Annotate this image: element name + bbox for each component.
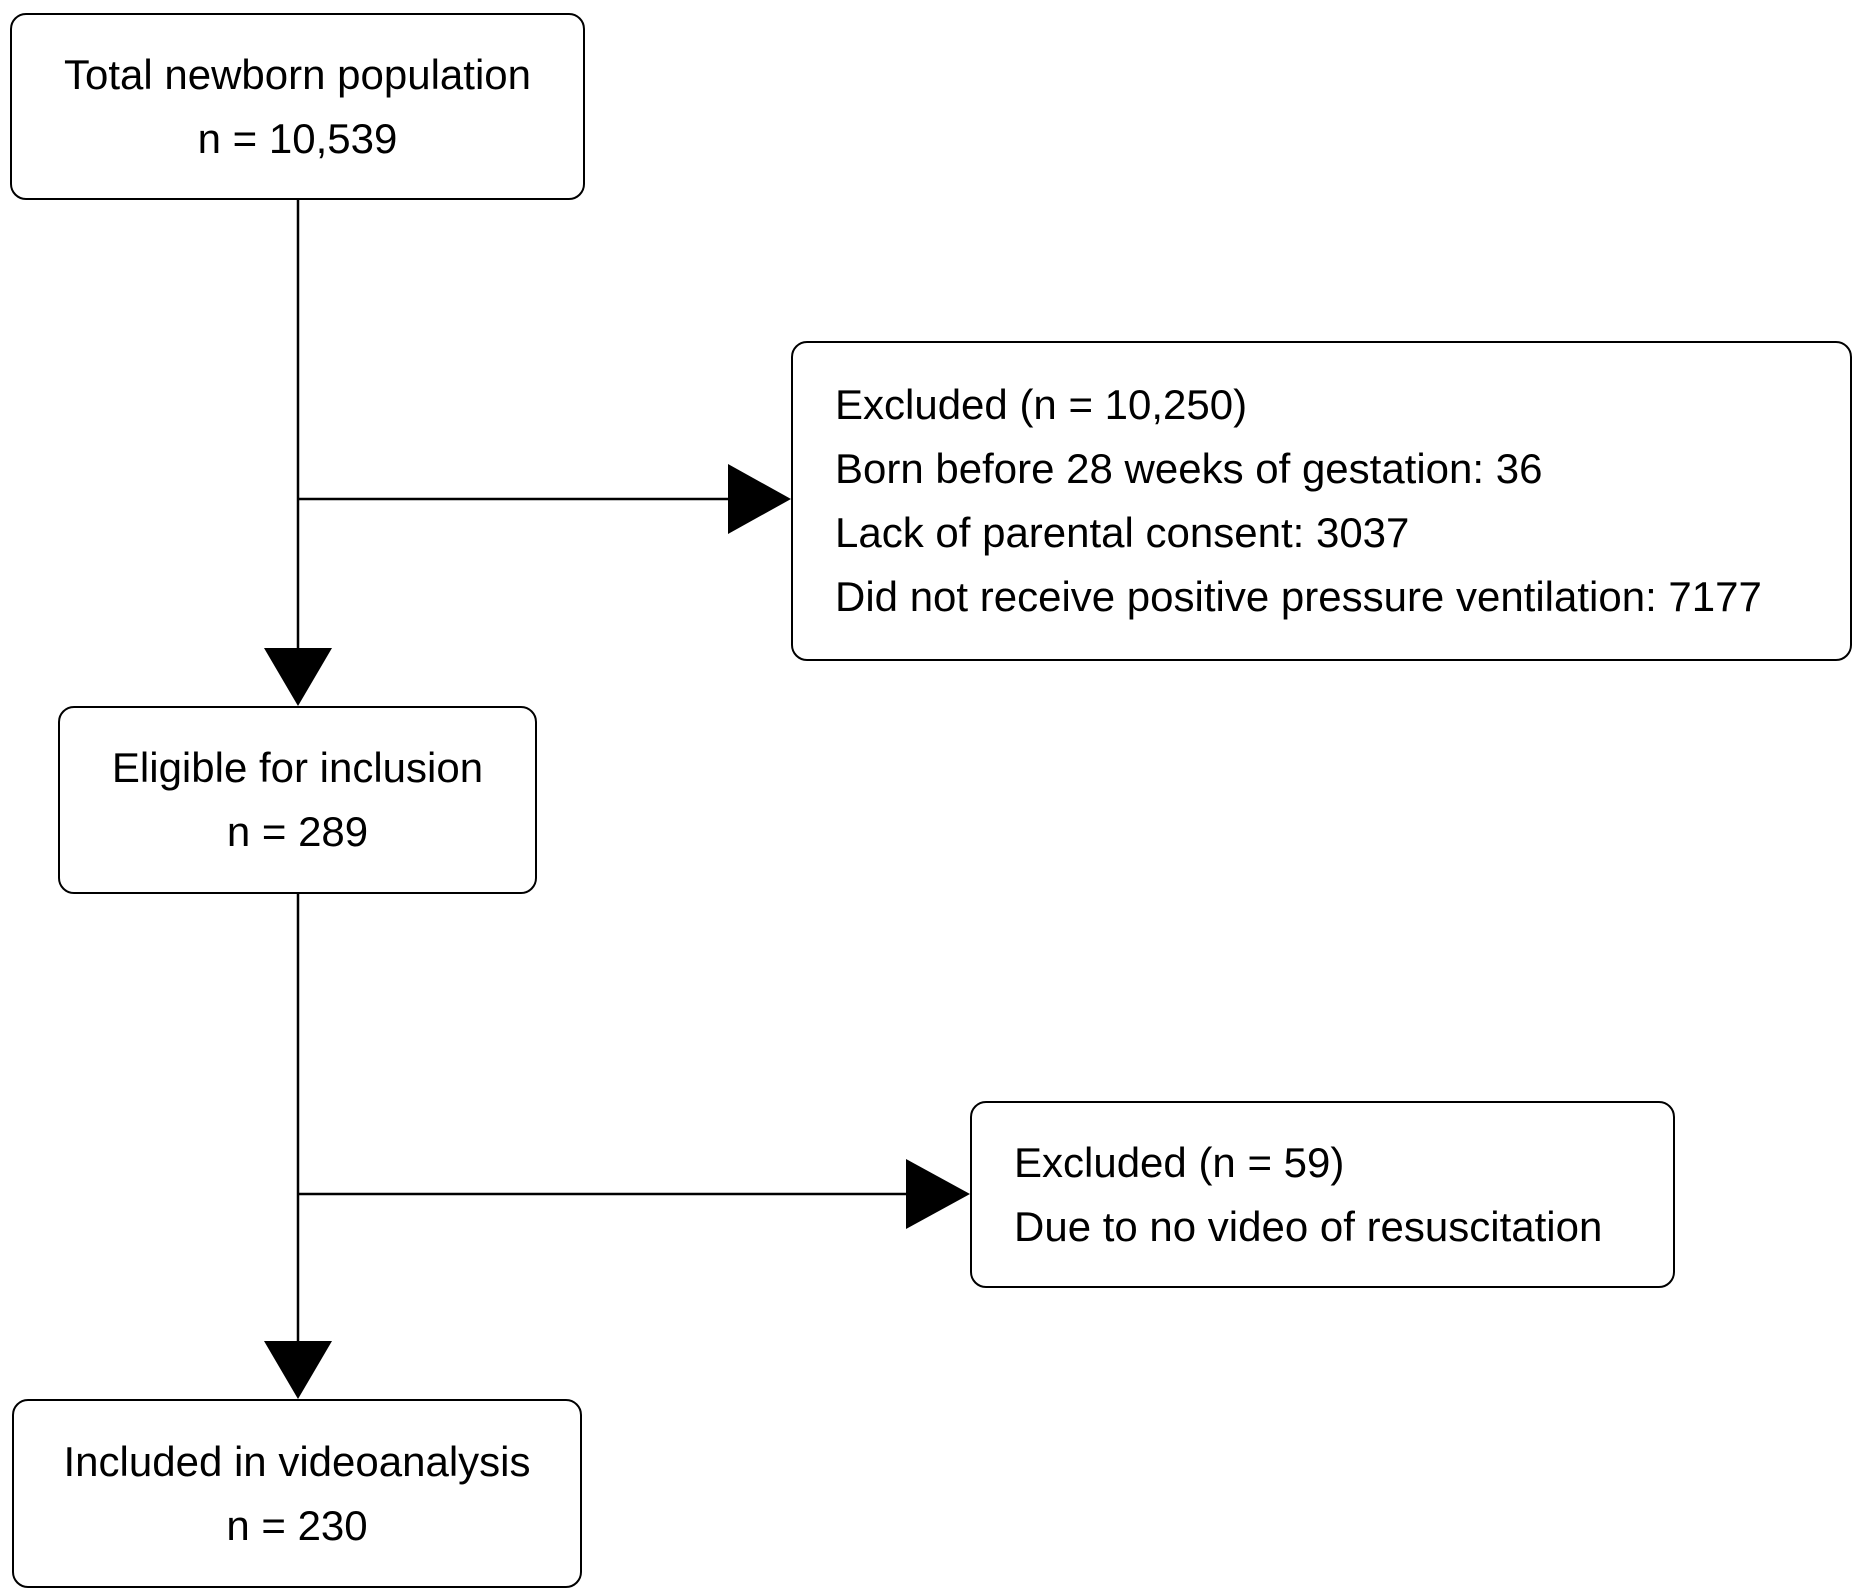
total-population-title: Total newborn population	[63, 50, 531, 98]
excluded-first-heading: Excluded (n = 10,250)	[835, 381, 1248, 428]
excluded-first-reason-consent: Lack of parental consent: 3037	[835, 509, 1410, 556]
excluded-first-reason-ventilation: Did not receive positive pressure ventil…	[835, 573, 1762, 620]
eligible-title: Eligible for inclusion	[111, 744, 484, 791]
excluded-second-box: Excluded (n = 59) Due to no video of res…	[970, 1101, 1675, 1288]
arrowhead-to-excluded-1	[728, 464, 791, 534]
excluded-first-reason-gestation: Born before 28 weeks of gestation: 36	[835, 445, 1543, 492]
total-population-count: n = 10,539	[197, 114, 398, 162]
arrowhead-to-included	[264, 1341, 332, 1399]
excluded-second-heading: Excluded (n = 59)	[1014, 1138, 1345, 1186]
included-count: n = 230	[226, 1501, 368, 1549]
eligible-count: n = 289	[226, 808, 369, 855]
included-box: Included in videoanalysis n = 230	[12, 1399, 582, 1588]
excluded-second-reason: Due to no video of resuscitation	[1014, 1202, 1603, 1250]
included-title: Included in videoanalysis	[63, 1437, 531, 1485]
arrowhead-to-eligible	[264, 648, 332, 706]
total-population-box: Total newborn population n = 10,539	[10, 13, 585, 200]
arrowhead-to-excluded-2	[906, 1159, 970, 1229]
eligible-box: Eligible for inclusion n = 289	[58, 706, 537, 894]
excluded-first-box: Excluded (n = 10,250) Born before 28 wee…	[791, 341, 1852, 661]
